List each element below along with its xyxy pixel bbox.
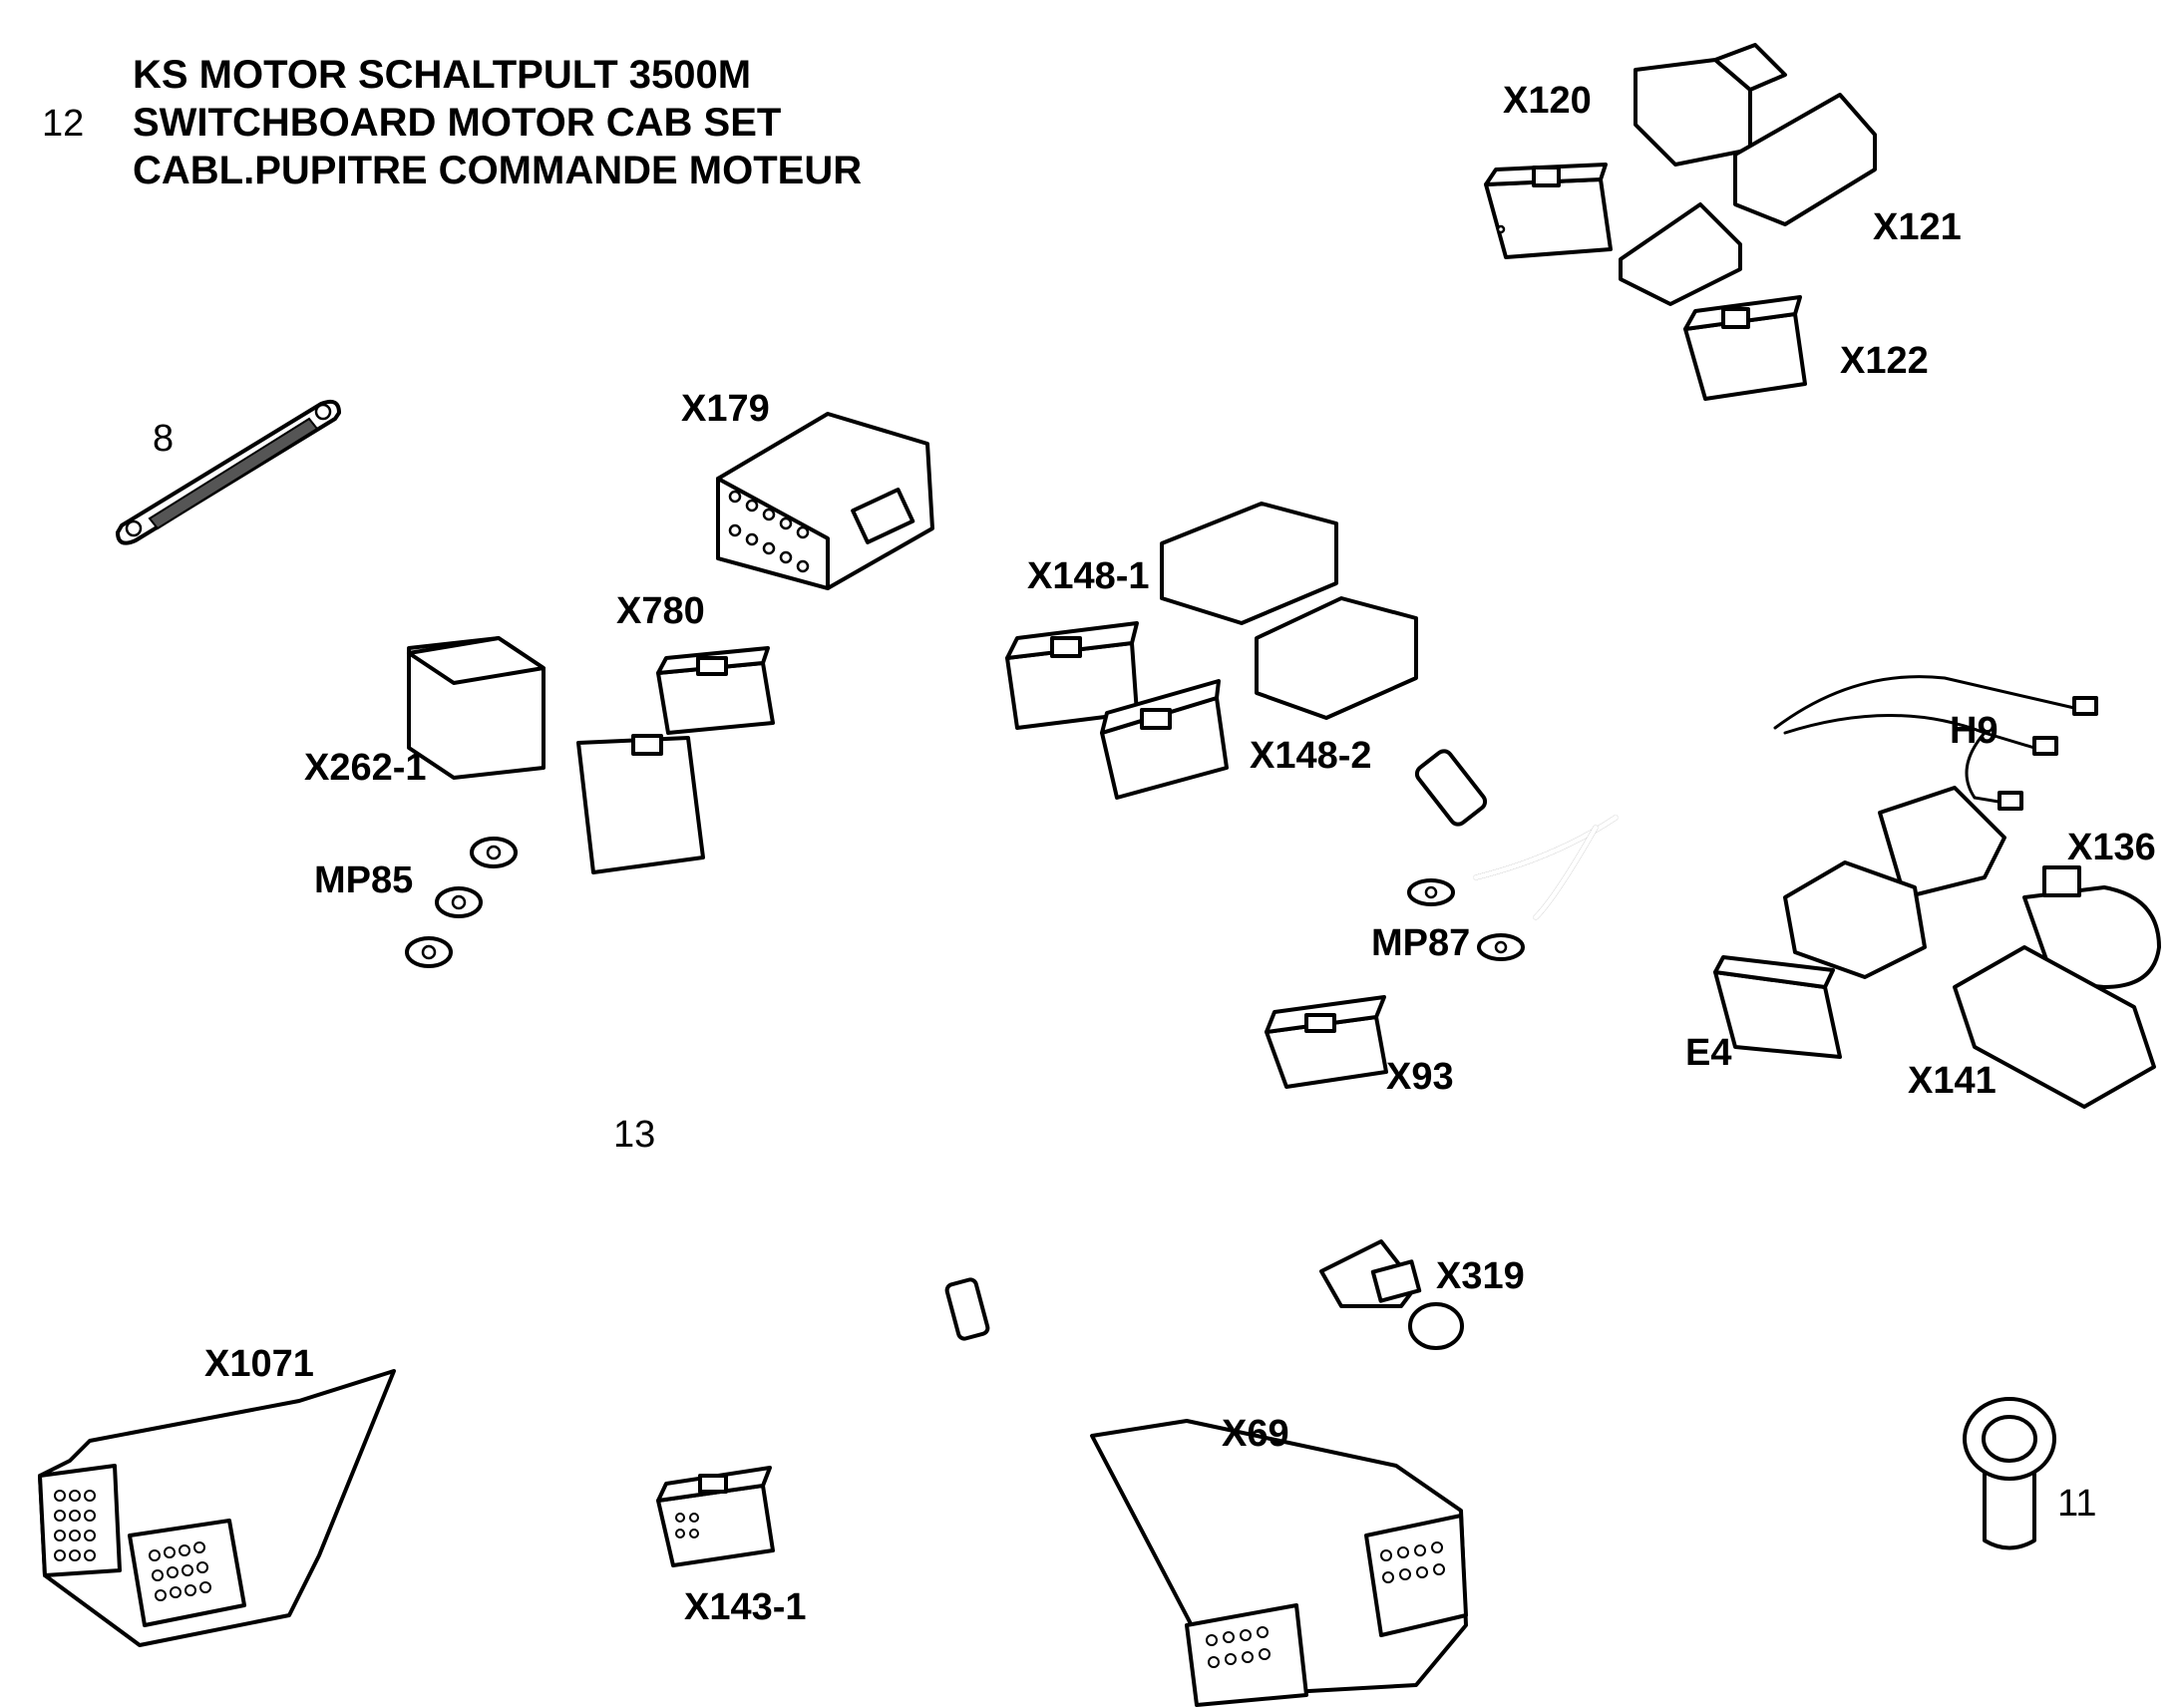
label-e4: E4 [1685,1032,1731,1074]
label-x179: X179 [681,388,770,430]
label-mp85: MP85 [314,859,413,901]
connector-x148-1: X148-1 [1005,502,1418,730]
title-line-fr: CABL.PUPITRE COMMANDE MOTEUR [133,149,862,192]
connector-x148-2: X148-2 [1100,679,1372,800]
connector-x319: X319 [1319,1239,1525,1350]
label-x69: X69 [1222,1413,1289,1455]
label-h9: H9 [1950,710,1998,752]
connector-mp87: MP87 [1371,878,1525,964]
label-x319: X319 [1436,1255,1525,1297]
label-x93: X93 [1386,1056,1454,1098]
label-x141: X141 [1908,1060,1997,1102]
label-x1071: X1071 [204,1343,314,1385]
item-number-8: 8 [153,418,174,460]
label-x148-2: X148-2 [1250,735,1372,777]
main-harness: 13 [379,230,2076,1474]
connector-x780: X780 [576,590,775,874]
connector-h9: H9 [1950,696,2098,811]
connector-x143-1: X143-1 [656,1466,807,1628]
connector-x122: X122 [1683,295,1929,401]
title-line-de: KS MOTOR SCHALTPULT 3500M [133,53,751,97]
connector-x69: X69 [1090,1413,1468,1707]
label-x780: X780 [616,590,705,632]
label-x148-1: X148-1 [1027,555,1150,597]
title-item-number: 12 [42,103,84,145]
ground-strap: 8 [116,399,341,545]
connector-x121: X121 [1619,43,1962,306]
label-x262-1: X262-1 [304,747,427,789]
connector-x93: X93 [1265,995,1454,1098]
label-x120: X120 [1503,80,1592,122]
label-x143-1: X143-1 [684,1586,807,1628]
label-mp87: MP87 [1371,922,1470,964]
item-number-13: 13 [613,1114,655,1156]
sleeve-11: 11 [1963,1397,2096,1550]
connector-x262-1: X262-1 [304,636,545,789]
label-x122: X122 [1840,340,1929,382]
title-line-en: SWITCHBOARD MOTOR CAB SET [133,101,781,145]
connector-x179: X179 [681,388,934,590]
connector-mp85: MP85 [314,837,518,968]
label-x121: X121 [1873,206,1962,248]
connector-x141: X141 [1783,860,2156,1109]
connector-e4: E4 [1685,955,1842,1074]
item-number-11: 11 [2057,1483,2096,1525]
label-x136: X136 [2067,827,2156,868]
connector-x1071: X1071 [38,1343,396,1647]
connector-x136: X136 [1878,786,2161,989]
title-block: 12 KS MOTOR SCHALTPULT 3500M SWITCHBOARD… [42,53,862,192]
connector-x120: X120 [1484,80,1613,259]
